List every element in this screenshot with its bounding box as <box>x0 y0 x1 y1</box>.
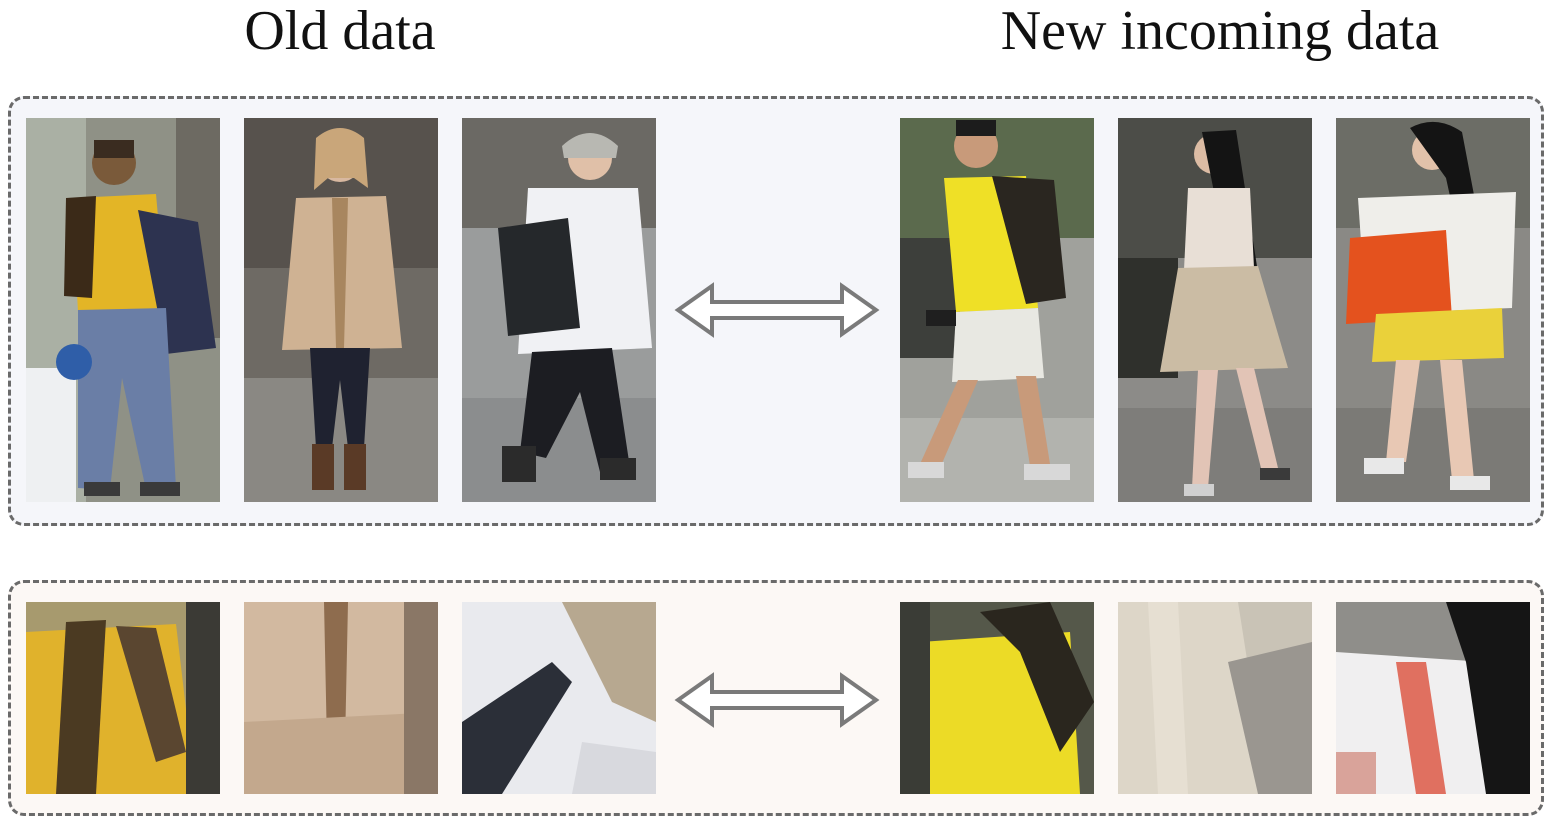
old-person-1-crop-image <box>26 602 220 794</box>
new-person-1-full-image <box>900 118 1094 502</box>
old-person-3-full-image <box>462 118 656 502</box>
old-person-2-full-image <box>244 118 438 502</box>
new-person-2-crop-image <box>1118 602 1312 794</box>
new-person-3-full-image <box>1336 118 1530 502</box>
new-person-3-crop-image <box>1336 602 1530 794</box>
double-arrow-icon <box>674 672 880 728</box>
double-arrow-icon <box>674 282 880 338</box>
heading-old-data: Old data <box>244 0 436 62</box>
old-person-3-crop-image <box>462 602 656 794</box>
old-person-1-full-image <box>26 118 220 502</box>
heading-new-incoming-data: New incoming data <box>1000 0 1440 62</box>
new-person-1-crop-image <box>900 602 1094 794</box>
new-person-2-full-image <box>1118 118 1312 502</box>
old-person-2-crop-image <box>244 602 438 794</box>
